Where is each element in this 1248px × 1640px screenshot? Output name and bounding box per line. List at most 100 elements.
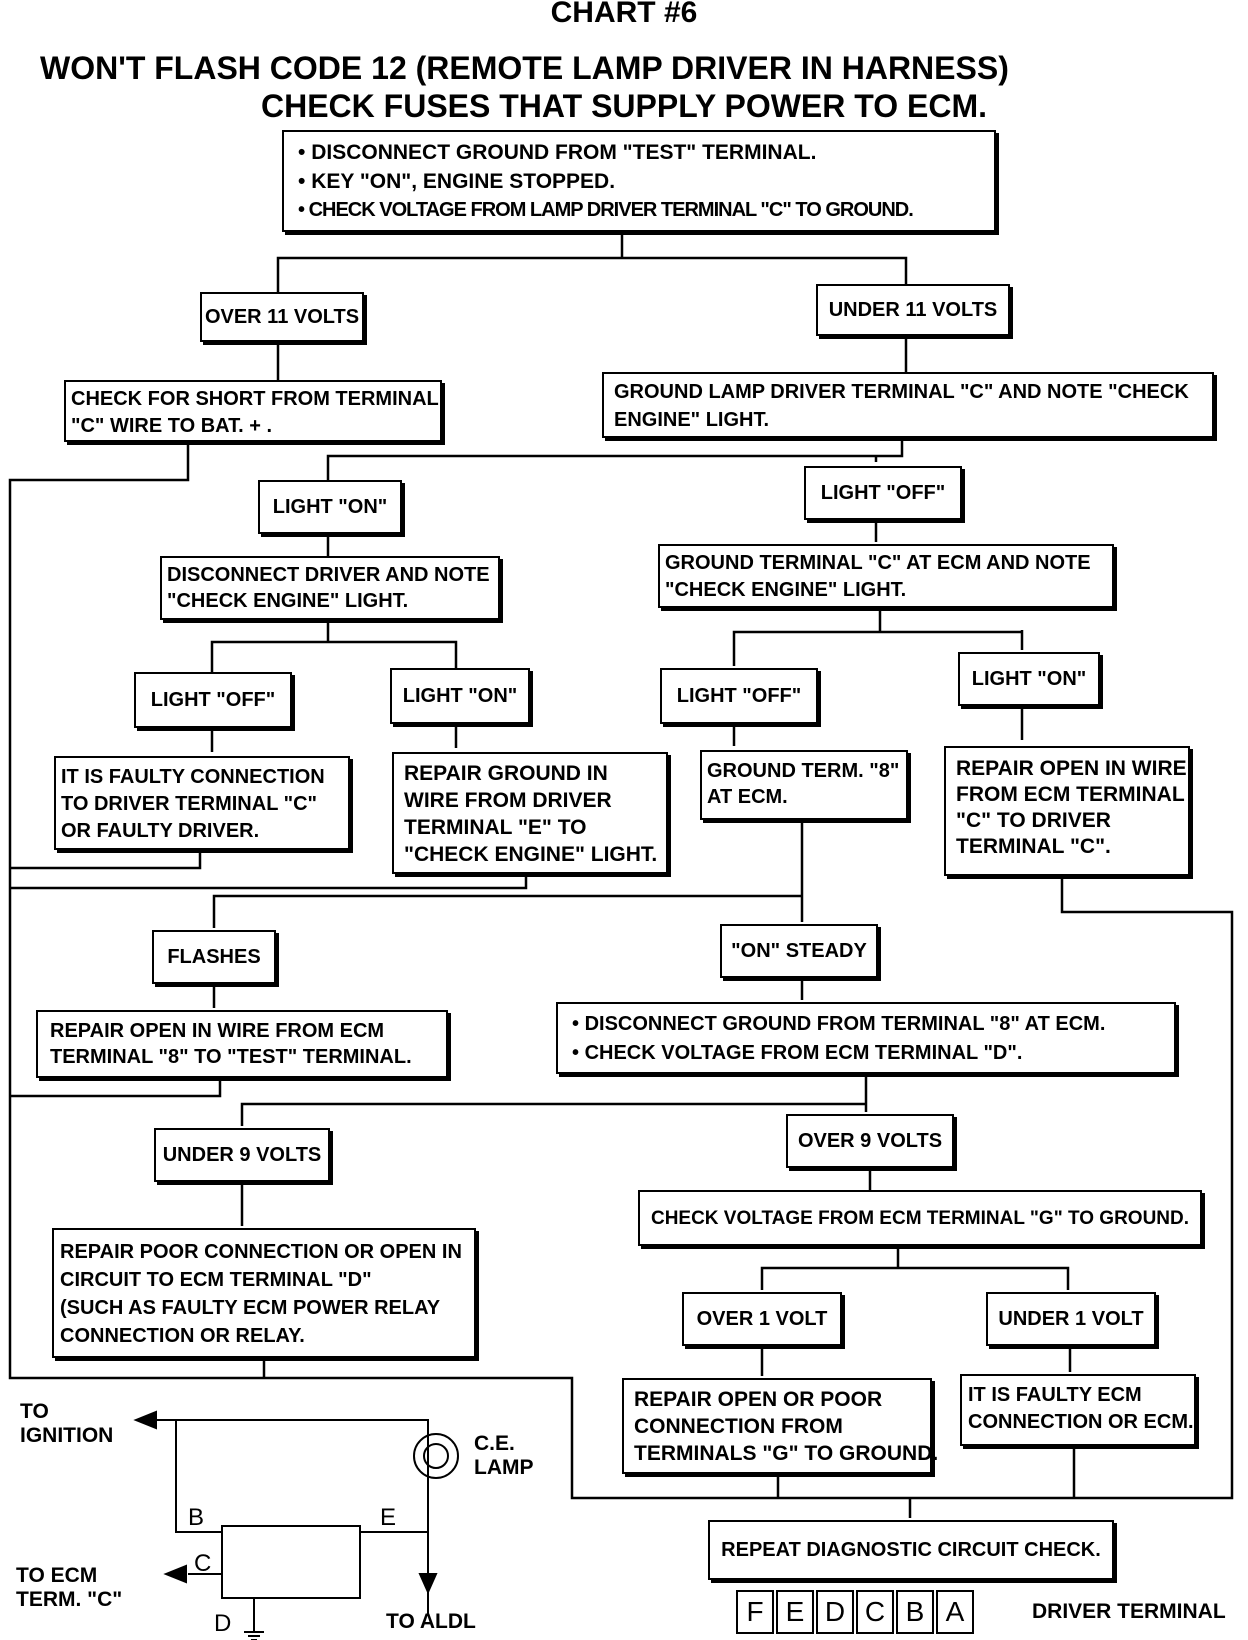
repair-open-ecm-c-line-2: FROM ECM TERMINAL <box>956 783 1185 806</box>
ground-ecm-c-line-1: GROUND TERMINAL "C" AT ECM AND NOTE <box>665 552 1091 574</box>
ce-lamp-line-2: LAMP <box>474 1456 534 1479</box>
disconnect-driver-line-2: "CHECK ENGINE" LIGHT. <box>167 590 409 612</box>
to-ecm-line-1: TO ECM <box>16 1564 98 1587</box>
start-step-box: DISCONNECT GROUND FROM "TEST" TERMINAL. … <box>282 130 996 232</box>
connector <box>326 438 904 480</box>
repair-poor-d-line-2: CIRCUIT TO ECM TERMINAL "D" <box>60 1269 372 1291</box>
to-aldl-label: TO ALDL <box>386 1610 476 1633</box>
pin-b-label: B <box>188 1504 205 1531</box>
to-ecm-label: TO ECM TERM. "C" <box>16 1564 122 1612</box>
light-on-3-box: LIGHT "ON" <box>958 652 1100 706</box>
pin-c-label: C <box>194 1550 212 1577</box>
driver-terminal-pins: F E D C B A <box>736 1590 976 1634</box>
pin-f: F <box>736 1590 774 1634</box>
pin-c: C <box>856 1590 894 1634</box>
ground-term-8-box: GROUND TERM. "8" AT ECM. <box>700 750 908 820</box>
repair-open-g-line-2: CONNECTION FROM <box>634 1415 843 1438</box>
pin-d: D <box>816 1590 854 1634</box>
connector <box>10 850 528 890</box>
repair-open-ecm-c-line-1: REPAIR OPEN IN WIRE <box>956 757 1187 780</box>
connector <box>276 232 908 292</box>
light-on-2-box: LIGHT "ON" <box>390 668 530 724</box>
light-on-1-box: LIGHT "ON" <box>258 480 402 534</box>
disconnect-ground-8-box: DISCONNECT GROUND FROM TERMINAL "8" AT E… <box>556 1002 1176 1074</box>
ground-driver-line-2: ENGINE" LIGHT. <box>614 409 770 431</box>
page-title: WON'T FLASH CODE 12 (REMOTE LAMP DRIVER … <box>40 50 1009 86</box>
repair-poor-d-line-1: REPAIR POOR CONNECTION OR OPEN IN <box>60 1241 462 1263</box>
ground-driver-line-1: GROUND LAMP DRIVER TERMINAL "C" AND NOTE… <box>614 381 1189 403</box>
repair-open-ecm-c-line-3: "C" TO DRIVER <box>956 809 1111 832</box>
faulty-connection-box: IT IS FAULTY CONNECTION TO DRIVER TERMIN… <box>54 756 350 850</box>
light-off-1-box: LIGHT "OFF" <box>804 466 962 520</box>
connector <box>8 442 1234 1500</box>
faulty-ecm-line-1: IT IS FAULTY ECM <box>968 1384 1142 1406</box>
repair-open-g-box: REPAIR OPEN OR POOR CONNECTION FROM TERM… <box>622 1378 939 1474</box>
chart-number: CHART #6 <box>550 0 698 29</box>
repair-poor-d-line-3: (SUCH AS FAULTY ECM POWER RELAY <box>60 1297 441 1319</box>
repair-ground-line-4: "CHECK ENGINE" LIGHT. <box>404 843 658 866</box>
pin-d-label: D <box>214 1610 232 1637</box>
repair-open-ecm-c-line-4: TERMINAL "C". <box>956 835 1111 858</box>
over-9-volts-box: OVER 9 VOLTS <box>786 1114 954 1168</box>
lamp-outer-icon <box>413 1433 459 1479</box>
faulty-ecm-box: IT IS FAULTY ECM CONNECTION OR ECM. <box>960 1374 1196 1446</box>
ignition-wire <box>175 1419 429 1616</box>
under-11-volts-box: UNDER 11 VOLTS <box>816 284 1010 336</box>
ground-icon <box>244 1631 264 1640</box>
over-1-volt-box: OVER 1 VOLT <box>682 1292 842 1346</box>
connector <box>212 820 804 928</box>
to-ignition-line-1: TO <box>20 1400 49 1423</box>
disconnect-ground-8-line-2: CHECK VOLTAGE FROM ECM TERMINAL "D". <box>572 1039 1160 1068</box>
repair-poor-d-line-4: CONNECTION OR RELAY. <box>60 1325 305 1347</box>
ground-ecm-c-box: GROUND TERMINAL "C" AT ECM AND NOTE "CHE… <box>658 544 1114 608</box>
check-short-box: CHECK FOR SHORT FROM TERMINAL "C" WIRE T… <box>64 380 442 442</box>
repair-open-g-line-1: REPAIR OPEN OR POOR <box>634 1388 883 1411</box>
faulty-ecm-line-2: CONNECTION OR ECM. <box>968 1411 1194 1433</box>
driver-module <box>221 1525 361 1599</box>
repair-ground-box: REPAIR GROUND IN WIRE FROM DRIVER TERMIN… <box>392 752 668 874</box>
repair-open-8-box: REPAIR OPEN IN WIRE FROM ECM TERMINAL "8… <box>36 1010 448 1078</box>
pin-e: E <box>776 1590 814 1634</box>
on-steady-box: "ON" STEADY <box>720 924 878 978</box>
ground-term-8-line-1: GROUND TERM. "8" <box>707 760 900 782</box>
repair-ground-line-1: REPAIR GROUND IN <box>404 762 608 785</box>
connector <box>240 1070 868 1126</box>
repair-ground-line-2: WIRE FROM DRIVER <box>404 789 612 812</box>
faulty-connection-line-3: OR FAULTY DRIVER. <box>61 820 260 842</box>
pin-e-label: E <box>380 1504 397 1531</box>
faulty-connection-line-2: TO DRIVER TERMINAL "C" <box>61 793 318 815</box>
light-off-3-box: LIGHT "OFF" <box>660 668 818 724</box>
to-ignition-label: TO IGNITION <box>20 1400 113 1448</box>
repair-poor-d-box: REPAIR POOR CONNECTION OR OPEN IN CIRCUI… <box>52 1228 476 1358</box>
connector <box>210 620 458 672</box>
connector <box>10 1076 222 1098</box>
to-ignition-line-2: IGNITION <box>20 1424 114 1447</box>
arrow-left-icon <box>163 1564 187 1584</box>
disconnect-driver-line-1: DISCONNECT DRIVER AND NOTE <box>167 564 490 586</box>
ground-term-8-line-2: AT ECM. <box>707 786 788 808</box>
driver-terminal-label: DRIVER TERMINAL <box>1032 1600 1226 1623</box>
repair-open-g-line-3: TERMINALS "G" TO GROUND. <box>634 1442 939 1465</box>
repeat-check-box: REPEAT DIAGNOSTIC CIRCUIT CHECK. <box>708 1520 1114 1580</box>
arrow-left-icon <box>133 1410 157 1430</box>
start-step-2: KEY "ON", ENGINE STOPPED. <box>298 167 980 196</box>
start-step-3: CHECK VOLTAGE FROM LAMP DRIVER TERMINAL … <box>298 196 980 225</box>
under-9-volts-box: UNDER 9 VOLTS <box>154 1128 330 1182</box>
pin-a: A <box>936 1590 974 1634</box>
check-g-box: CHECK VOLTAGE FROM ECM TERMINAL "G" TO G… <box>638 1190 1202 1246</box>
repair-ground-line-3: TERMINAL "E" TO <box>404 816 587 839</box>
ground-driver-box: GROUND LAMP DRIVER TERMINAL "C" AND NOTE… <box>602 372 1214 438</box>
repair-open-8-line-1: REPAIR OPEN IN WIRE FROM ECM <box>50 1020 385 1042</box>
arrow-down-icon <box>418 1573 438 1595</box>
lamp-inner-icon <box>423 1443 449 1469</box>
check-short-line-2: "C" WIRE TO BAT. + . <box>71 415 273 437</box>
ground-ecm-c-line-2: "CHECK ENGINE" LIGHT. <box>665 579 907 601</box>
check-short-line-1: CHECK FOR SHORT FROM TERMINAL <box>71 388 439 410</box>
pin-b: B <box>896 1590 934 1634</box>
flashes-box: FLASHES <box>152 930 276 984</box>
connector <box>760 1246 1070 1290</box>
to-ecm-line-2: TERM. "C" <box>16 1588 123 1611</box>
connector <box>776 1446 1076 1518</box>
repair-open-8-line-2: TERMINAL "8" TO "TEST" TERMINAL. <box>50 1046 412 1068</box>
